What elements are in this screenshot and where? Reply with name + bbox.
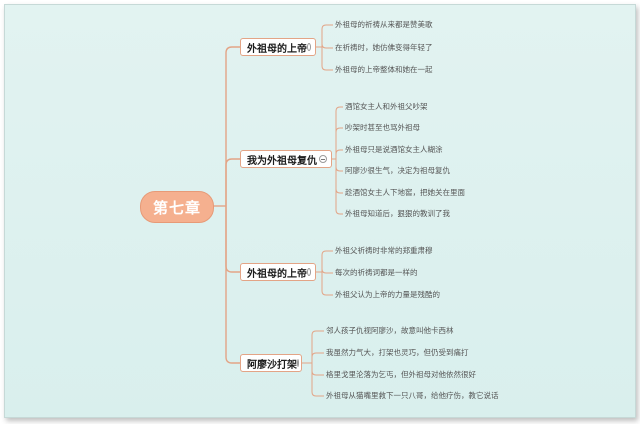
leaf-item[interactable]: 外祖父认为上帝的力量是残酷的	[335, 290, 440, 299]
leaf-item[interactable]: 外祖母从猫嘴里救下一只八哥，给他疗伤，教它说话	[326, 391, 499, 400]
leaf-item[interactable]: 酒馆女主人和外祖父吵架	[345, 102, 428, 111]
collapse-icon[interactable]	[297, 359, 299, 367]
leaf-item[interactable]: 外祖母的上帝整体和她在一起	[335, 65, 433, 74]
mindmap-canvas	[4, 4, 636, 418]
collapse-icon[interactable]	[319, 155, 327, 163]
branch-node-god-of-grandfather[interactable]: 外祖母的上帝	[240, 263, 316, 281]
branch-label: 外祖母的上帝	[247, 43, 307, 55]
leaf-item[interactable]: 外祖母只是说酒馆女主人糊涂	[345, 145, 443, 154]
root-node[interactable]: 第七章	[140, 191, 214, 223]
collapse-icon[interactable]	[307, 43, 311, 51]
leaf-item[interactable]: 格里戈里沦落为乞丐，但外祖母对他依然很好	[326, 370, 476, 379]
leaf-item[interactable]: 在祈祷时，她仿佛变得年轻了	[335, 43, 433, 52]
leaf-item[interactable]: 外祖母知道后，狠狠的教训了我	[345, 209, 450, 218]
leaf-item[interactable]: 外祖父祈祷时非常的郑重肃穆	[335, 246, 433, 255]
branch-label: 阿廖沙打架	[247, 359, 297, 371]
branch-node-revenge[interactable]: 我为外祖母复仇	[240, 150, 332, 168]
leaf-item[interactable]: 邻人孩子仇视阿廖沙，故意叫他卡西林	[326, 326, 454, 335]
branch-label: 外祖母的上帝	[247, 268, 307, 280]
leaf-item[interactable]: 每次的祈祷词都是一样的	[335, 268, 418, 277]
leaf-item[interactable]: 吵架时甚至也骂外祖母	[345, 123, 420, 132]
leaf-item[interactable]: 阿廖沙很生气，决定为祖母复仇	[345, 166, 450, 175]
root-label: 第七章	[152, 198, 201, 217]
branch-label: 我为外祖母复仇	[247, 155, 317, 167]
collapse-icon[interactable]	[307, 268, 311, 276]
leaf-item[interactable]: 外祖母的祈祷从来都是赞美歌	[335, 20, 433, 29]
branch-node-god-of-grandmother[interactable]: 外祖母的上帝	[240, 38, 316, 56]
branch-node-fight[interactable]: 阿廖沙打架	[240, 354, 302, 372]
leaf-item[interactable]: 我虽然力气大，打架也灵巧，但仍受到痛打	[326, 348, 469, 357]
leaf-item[interactable]: 趁酒馆女主人下地窖，把她关在里面	[345, 188, 465, 197]
